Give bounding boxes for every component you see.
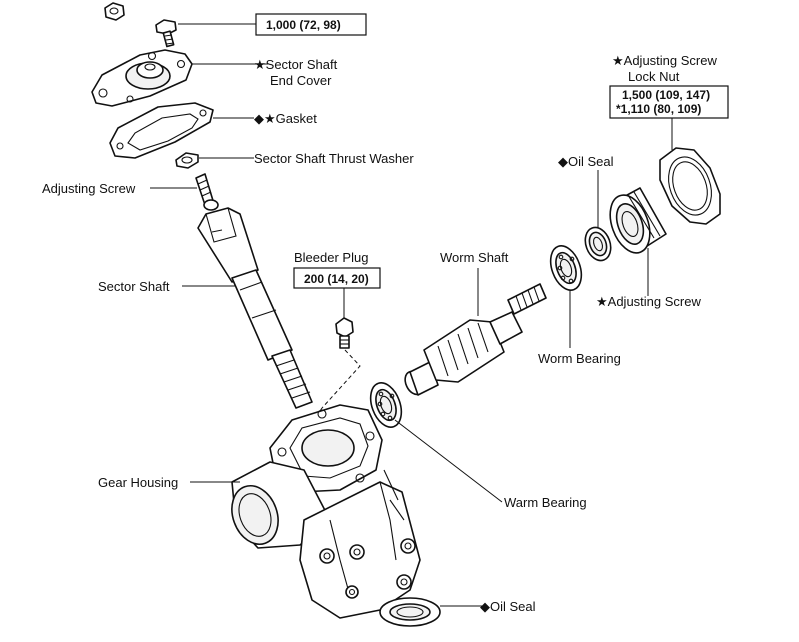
sector-shaft-thrust-washer <box>175 152 199 169</box>
sector-shaft-label: Sector Shaft <box>98 279 170 294</box>
sector-shaft-thrust-washer-label: Sector Shaft Thrust Washer <box>254 151 414 166</box>
cover-nut <box>104 2 125 21</box>
gasket <box>109 102 214 159</box>
adjusting-screw-left <box>195 173 219 211</box>
lock-nut-label-2: Lock Nut <box>628 69 680 84</box>
gear-housing-label: Gear Housing <box>98 475 178 490</box>
worm-shaft-label: Worm Shaft <box>440 250 509 265</box>
bleeder-plug-torque-text: 200 (14, 20) <box>304 272 369 286</box>
bleeder-plug <box>335 317 354 349</box>
adjusting-screw-left-label: Adjusting Screw <box>42 181 136 196</box>
sector-shaft-end-cover-label-2: End Cover <box>270 73 332 88</box>
cover-bolt-torque-text: 1,000 (72, 98) <box>266 18 341 32</box>
sector-shaft <box>197 207 313 409</box>
oil-seal-top <box>584 226 612 262</box>
lock-nut-torque-box <box>609 85 729 119</box>
adjusting-screw-right <box>609 187 667 254</box>
oil-seal-top-label: ◆Oil Seal <box>558 154 614 169</box>
cover-bolt-torque-box <box>255 13 367 36</box>
worm-bearing-label: Worm Bearing <box>538 351 621 366</box>
worm-bearing <box>549 245 583 291</box>
lock-nut-torque-text-1: 1,500 (109, 147) <box>622 88 710 102</box>
adjusting-screw-right-label: ★Adjusting Screw <box>596 294 701 309</box>
warm-bearing <box>369 382 403 428</box>
lock-nut-label: ★Adjusting Screw <box>612 53 717 68</box>
sector-shaft-end-cover <box>91 49 193 107</box>
worm-shaft <box>404 283 547 396</box>
bleeder-plug-label: Bleeder Plug <box>294 250 368 265</box>
sector-shaft-end-cover-label: ★Sector Shaft <box>254 57 338 72</box>
lock-nut-torque-text-2: *1,110 (80, 109) <box>616 102 701 116</box>
gear-housing <box>231 404 421 619</box>
gasket-label: ◆★Gasket <box>254 111 317 126</box>
warm-bearing-label: Warm Bearing <box>504 495 587 510</box>
oil-seal-bottom <box>379 597 441 627</box>
cover-bolt <box>155 19 177 48</box>
bleeder-plug-torque-box <box>293 267 381 289</box>
oil-seal-bottom-label: ◆Oil Seal <box>480 599 536 614</box>
adjusting-screw-lock-nut <box>659 147 721 225</box>
